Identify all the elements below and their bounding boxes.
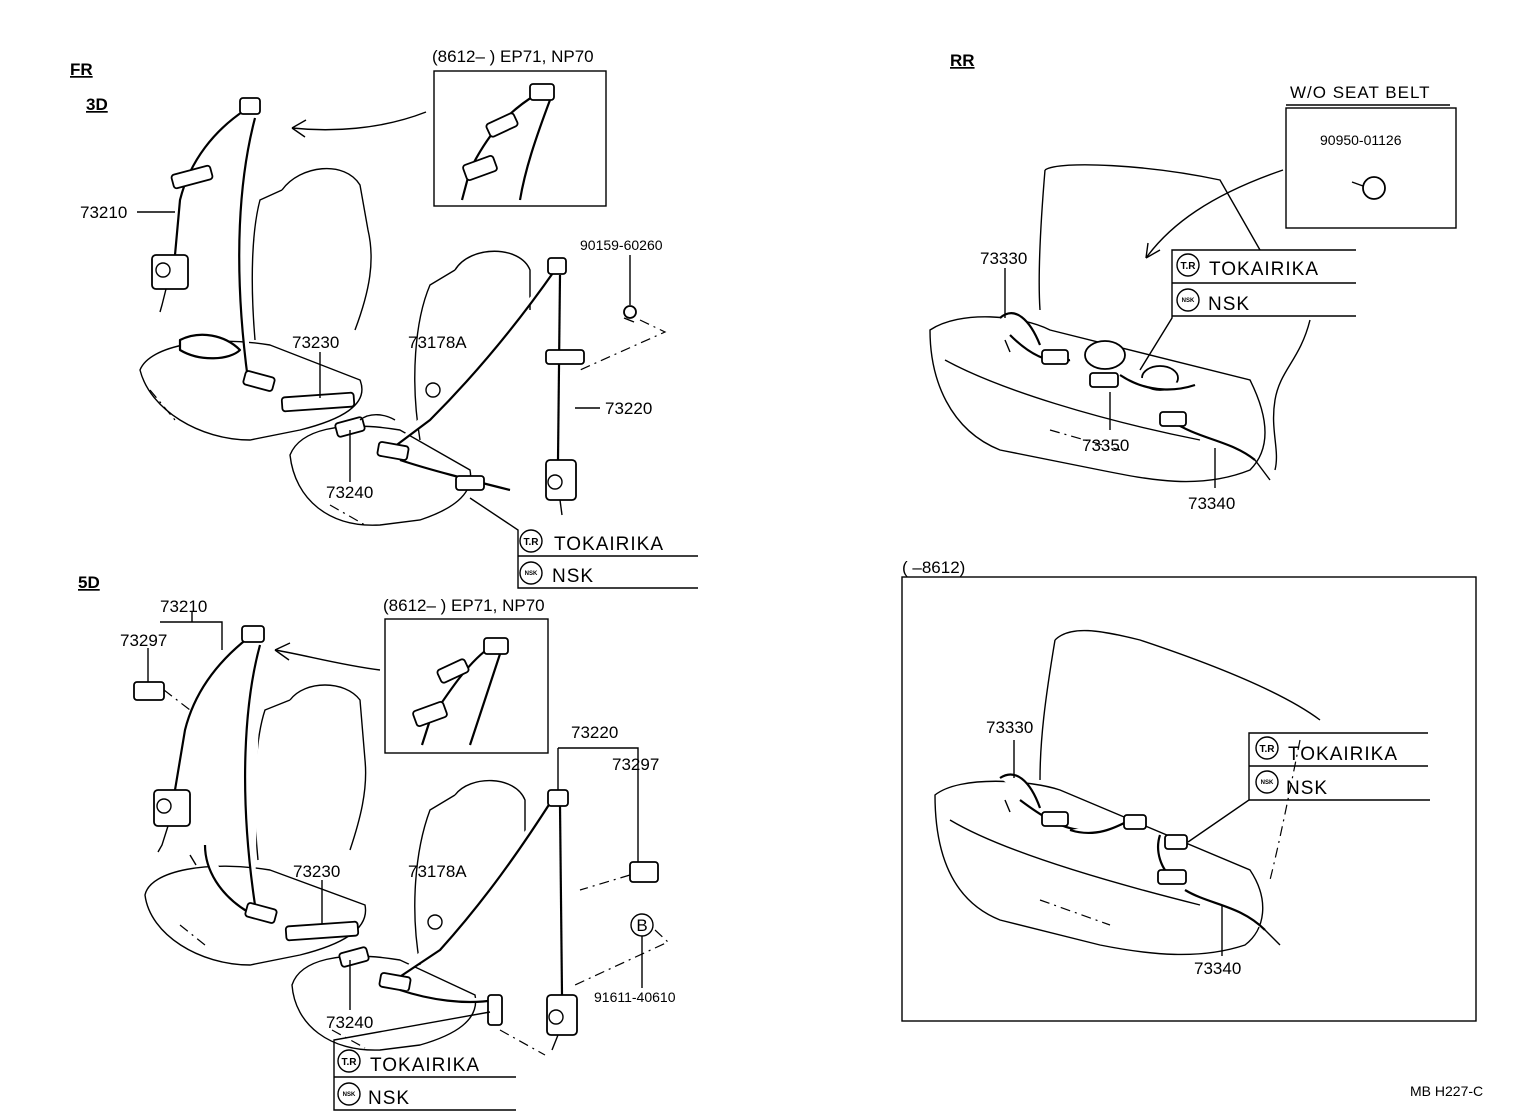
rr-box-belt-assembly	[999, 773, 1281, 946]
svg-text:NSK: NSK	[525, 571, 538, 577]
part-91611-40610: 91611-40610	[594, 989, 676, 1005]
supplier-nsk: NSK	[1208, 294, 1250, 315]
rr-without-seatbelt-header: W/O SEAT BELT	[1290, 83, 1431, 102]
fr5d-buckle-73230	[284, 920, 360, 942]
svg-text:NSK: NSK	[343, 1092, 356, 1098]
nsk-mark-icon	[1176, 288, 1200, 312]
svg-text:NSK: NSK	[1261, 780, 1274, 786]
fr5d-supplier-nsk: NSK NSK	[337, 1082, 410, 1109]
part-73210-3d: 73210	[80, 203, 127, 222]
part-73178a-5d: 73178A	[408, 862, 467, 881]
part-73220-3d: 73220	[605, 399, 652, 418]
svg-text:T.R: T.R	[342, 1057, 358, 1068]
part-73240-3d: 73240	[326, 483, 373, 502]
part-73330: 73330	[980, 249, 1027, 268]
supplier-tokairika: TOKAIRIKA	[554, 534, 664, 555]
fr3d-bolt-90159	[579, 255, 667, 371]
supplier-tokairika: TOKAIRIKA	[1209, 259, 1319, 280]
nsk-mark-icon	[1255, 770, 1279, 794]
part-90950-01126: 90950-01126	[1320, 132, 1402, 148]
supplier-nsk: NSK	[1286, 778, 1328, 799]
section-3d-label: 3D	[86, 95, 108, 114]
fr3d-right-belt-assembly	[334, 257, 585, 516]
section-rear-label: RR	[950, 51, 975, 70]
fr3d-inset-arrow	[291, 111, 427, 131]
supplier-tokairika: TOKAIRIKA	[370, 1055, 480, 1076]
tr-mark-icon	[1176, 253, 1200, 277]
fr3d-cap-73178a	[425, 382, 441, 398]
part-73220-5d: 73220	[571, 723, 618, 742]
fr3d-supplier-nsk: NSK NSK	[519, 561, 594, 587]
rr-supplier-nsk: NSK NSK	[1176, 288, 1250, 315]
fr5d-inset-arrow	[274, 649, 381, 671]
part-73210-5d: 73210	[160, 597, 207, 616]
rr-box-supplier-nsk: NSK NSK	[1255, 770, 1328, 799]
supplier-nsk: NSK	[552, 566, 594, 587]
part-73340-box: 73340	[1194, 959, 1241, 978]
svg-text:NSK: NSK	[1182, 298, 1195, 304]
nsk-mark-icon	[337, 1082, 361, 1106]
fr5d-inset-box	[384, 618, 549, 754]
part-73350: 73350	[1082, 436, 1129, 455]
part-73230-3d: 73230	[292, 333, 339, 352]
plug-icon	[1362, 176, 1386, 200]
fr5d-cover-73297-right	[629, 861, 659, 883]
rr-supplier-tokairika: T.R TOKAIRIKA	[1176, 253, 1319, 280]
fr5d-supplier-tokairika: T.R TOKAIRIKA	[337, 1049, 480, 1076]
tr-mark-icon	[337, 1049, 361, 1073]
section-5d-label: 5D	[78, 573, 100, 592]
supplier-nsk: NSK	[368, 1088, 410, 1109]
rr-box-supplier-tokairika: T.R TOKAIRIKA	[1255, 736, 1398, 765]
part-73240-5d: 73240	[326, 1013, 373, 1032]
fr5d-cover-73297-left	[133, 681, 165, 701]
svg-text:T.R: T.R	[1260, 744, 1276, 755]
rr-plug-arrow	[1145, 169, 1284, 259]
fr5d-callout-b: B	[574, 913, 670, 988]
supplier-tokairika: TOKAIRIKA	[1288, 744, 1398, 765]
part-73340: 73340	[1188, 494, 1235, 513]
tr-mark-icon	[519, 529, 543, 553]
section-front-label: FR	[70, 60, 93, 79]
rr-belt-assembly	[999, 312, 1271, 481]
fr5d-right-belt-assembly	[338, 789, 578, 1056]
fr5d-left-belt-assembly	[153, 625, 278, 924]
rr-without-seatbelt-box: 90950-01126	[1285, 107, 1457, 229]
fr3d-right-seat-drawing	[289, 250, 531, 526]
svg-text:T.R: T.R	[524, 537, 540, 548]
fr3d-buckle-73230	[280, 391, 356, 413]
fr5d-cap-73178a	[427, 914, 443, 930]
rr-box-frame	[901, 576, 1477, 1022]
part-73297-5d-right: 73297	[612, 755, 659, 774]
fr5d-inset-header: (8612– ) EP71, NP70	[383, 596, 545, 615]
part-73330-box: 73330	[986, 718, 1033, 737]
part-73230-5d: 73230	[293, 862, 340, 881]
svg-text:T.R: T.R	[1181, 261, 1197, 272]
fr5d-right-seat-drawing	[291, 779, 526, 1051]
fr3d-left-belt-assembly	[151, 97, 276, 392]
tr-mark-icon	[1255, 736, 1279, 760]
part-73178a-3d: 73178A	[408, 333, 467, 352]
rr-seat-drawing	[929, 164, 1311, 483]
nsk-mark-icon	[519, 561, 543, 585]
diagram-code: MB H227-C	[1410, 1083, 1483, 1099]
fr3d-inset-header: (8612– ) EP71, NP70	[432, 47, 594, 66]
fr3d-inset-box	[433, 70, 607, 207]
rr-box-header: ( –8612)	[902, 558, 965, 577]
part-73297-5d-left: 73297	[120, 631, 167, 650]
part-90159-60260: 90159-60260	[580, 237, 663, 253]
fr3d-supplier-tokairika: T.R TOKAIRIKA	[519, 529, 664, 555]
svg-text:B: B	[636, 916, 647, 935]
